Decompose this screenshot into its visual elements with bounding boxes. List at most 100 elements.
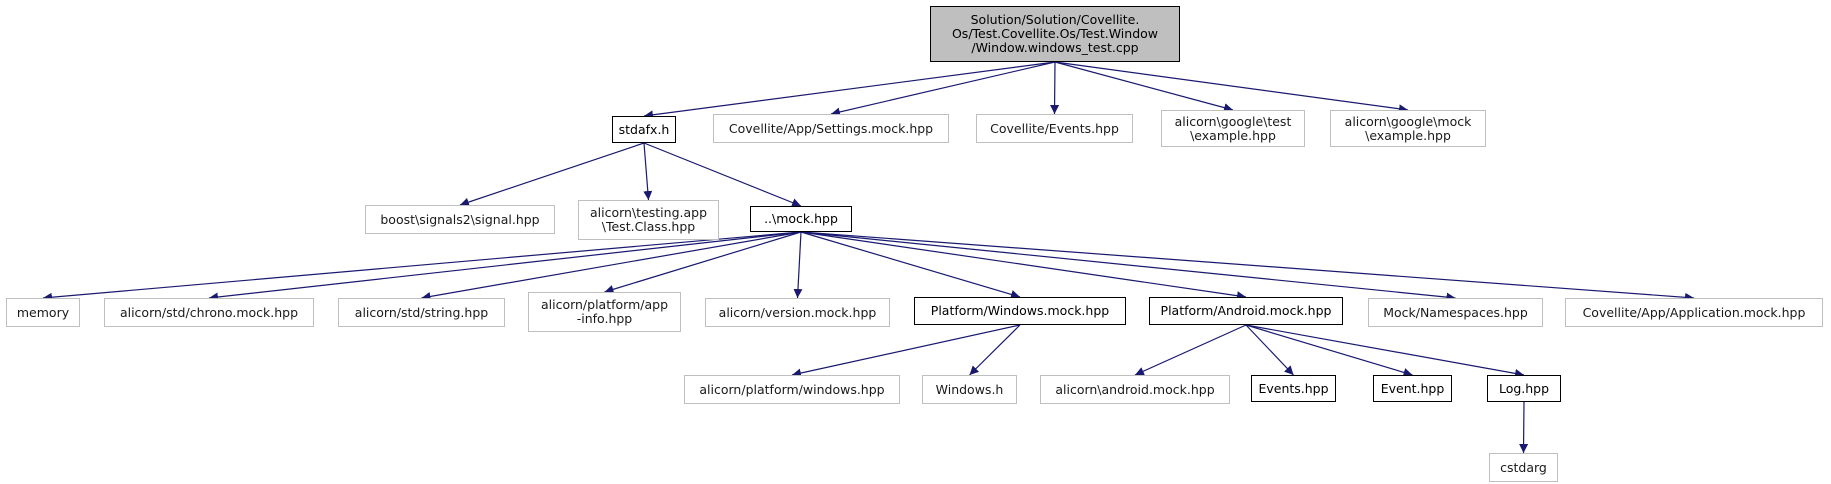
node-alicorn-android-mock-hpp: alicorn\android.mock.hpp [1040,375,1230,404]
node-label: stdafx.h [618,121,670,137]
edge-mock_hpp-to-memory [42,231,802,302]
node-version-mock-hpp: alicorn/version.mock.hpp [705,298,890,327]
edge-root-to-gtest_example [1054,61,1234,113]
node-label-line: Os/Test.Covellite.Os/Test.Window [951,26,1159,41]
node-platform-windows-hpp: alicorn/platform/windows.hpp [684,375,900,404]
edge-mock_hpp-to-chrono_mock [208,231,802,302]
node-label: alicorn\testing.app\Test.Class.hpp [590,206,707,234]
edge-android_mock-to-event [1245,324,1413,377]
node-label-line: Platform/Windows.mock.hpp [930,303,1110,318]
node-label-line: Covellite/Events.hpp [990,120,1119,136]
node-application-mock-hpp: Covellite/App/Application.mock.hpp [1565,298,1823,327]
edge-layer [42,61,1695,454]
node-chrono-mock-hpp: alicorn/std/chrono.mock.hpp [104,298,314,327]
node-label: Events.hpp [1258,380,1329,396]
node-label-line: alicorn\google\mock [1344,113,1472,129]
node-platform-app-info-hpp: alicorn/platform/app-info.hpp [528,292,681,332]
node-label: boost\signals2\signal.hpp [380,211,540,227]
node-label-line: Covellite/App/Settings.mock.hpp [728,120,934,136]
edge-root-to-gmock_example [1054,61,1409,114]
edge-mock_hpp-to-android_mock [800,231,1247,301]
node-label: Covellite/App/Application.mock.hpp [1582,304,1806,320]
node-label: alicorn/platform/windows.hpp [699,381,885,397]
edge-root-to-events_hpp [1050,61,1060,115]
node-stdafx-h[interactable]: stdafx.h [612,116,676,143]
edge-mock_hpp-to-std_string [421,231,802,301]
node-label-line: Solution/Solution/Covellite. [970,12,1140,27]
node-label: Platform/Android.mock.hpp [1161,304,1332,318]
node-android-mock-hpp[interactable]: Platform/Android.mock.hpp [1149,297,1343,325]
node-label-line: \Test.Class.hpp [601,219,696,234]
edge-root-to-settings_mock [830,61,1056,117]
node-cstdarg: cstdarg [1489,453,1558,482]
node-label: alicorn/platform/app-info.hpp [541,298,668,326]
node-label-line: \example.hpp [1365,127,1451,143]
node-label-line: alicorn/std/string.hpp [354,304,489,320]
node-label-line: -info.hpp [576,311,633,326]
node-boost-signal-hpp: boost\signals2\signal.hpp [365,205,555,234]
node-mock-hpp[interactable]: ..\mock.hpp [750,206,852,232]
node-std-string-hpp: alicorn/std/string.hpp [338,298,505,327]
node-windows-h: Windows.h [922,375,1017,404]
node-log-hpp[interactable]: Log.hpp [1487,375,1561,402]
edge-stdafx-to-boost_signal [459,142,645,207]
node-event-hpp[interactable]: Event.hpp [1373,375,1452,402]
node-label-line: alicorn/platform/windows.hpp [699,381,885,397]
node-google-test-example-hpp: alicorn\google\test\example.hpp [1161,110,1305,147]
node-label: Windows.h [935,381,1004,397]
node-label-line: Event.hpp [1380,380,1445,396]
node-mock-namespaces-hpp: Mock/Namespaces.hpp [1368,298,1543,327]
node-label: alicorn\google\mock\example.hpp [1344,113,1472,143]
node-label-line: Events.hpp [1258,380,1329,396]
node-label-line: memory [16,304,70,320]
node-memory: memory [6,298,80,327]
node-label: alicorn/version.mock.hpp [718,304,877,320]
node-windows-mock-hpp[interactable]: Platform/Windows.mock.hpp [914,297,1126,325]
node-label-line: /Window.windows_test.cpp [971,40,1139,55]
node-label-line: cstdarg [1500,459,1547,475]
node-label-line: alicorn/version.mock.hpp [718,304,877,320]
node-label: Mock/Namespaces.hpp [1383,304,1528,320]
node-label-line: alicorn\android.mock.hpp [1055,381,1215,397]
node-label-line: ..\mock.hpp [764,211,838,226]
node-label-line: Platform/Android.mock.hpp [1160,303,1332,318]
node-label-line: Mock/Namespaces.hpp [1383,304,1528,320]
edge-mock_hpp-to-application_mock [800,231,1695,302]
node-label: alicorn/std/string.hpp [354,304,489,320]
edge-stdafx-to-mock_hpp [643,142,802,207]
edge-mock_hpp-to-mock_namespaces [800,231,1456,302]
node-window-windows-test-cpp[interactable]: Solution/Solution/Covellite.Os/Test.Cove… [930,6,1180,62]
node-label-line: stdafx.h [618,121,670,137]
node-label-line: boost\signals2\signal.hpp [380,211,540,227]
node-label-line: alicorn/std/chrono.mock.hpp [119,304,299,320]
node-label: Solution/Solution/Covellite.Os/Test.Cove… [952,13,1158,55]
edge-android_mock-to-log [1245,324,1525,378]
edge-mock_hpp-to-version_mock [793,231,803,299]
node-label: Event.hpp [1380,380,1445,396]
edge-android_mock-to-alicorn_android_mock [1134,324,1247,376]
edge-windows_mock-to-platform_windows [791,324,1021,378]
node-label: Covellite/App/Settings.mock.hpp [728,120,934,136]
node-label: alicorn\android.mock.hpp [1055,381,1215,397]
node-label-line: alicorn\google\test [1174,113,1292,129]
edge-root-to-stdafx [643,61,1056,120]
node-label-line: Log.hpp [1498,380,1550,396]
node-testing-app-test-class-hpp: alicorn\testing.app\Test.Class.hpp [578,200,719,240]
node-covellite-events-hpp: Covellite/Events.hpp [976,114,1133,143]
node-label-line: alicorn\testing.app [589,205,708,220]
edge-mock_hpp-to-platform_info [604,231,802,294]
edge-stdafx-to-testing_app [643,142,653,201]
edge-mock_hpp-to-windows_mock [800,231,1021,299]
node-label: Log.hpp [1498,380,1550,396]
node-label: alicorn/std/chrono.mock.hpp [119,304,299,320]
node-google-mock-example-hpp: alicorn\google\mock\example.hpp [1330,110,1486,147]
node-events-hpp[interactable]: Events.hpp [1251,375,1336,402]
node-label: alicorn\google\test\example.hpp [1174,113,1292,143]
node-label-line: Windows.h [935,381,1004,397]
node-label: Platform/Windows.mock.hpp [931,304,1109,318]
node-label-line: alicorn/platform/app [540,297,669,312]
node-label-line: Covellite/App/Application.mock.hpp [1582,304,1806,320]
node-label: memory [16,304,70,320]
edge-android_mock-to-events2 [1245,324,1294,376]
